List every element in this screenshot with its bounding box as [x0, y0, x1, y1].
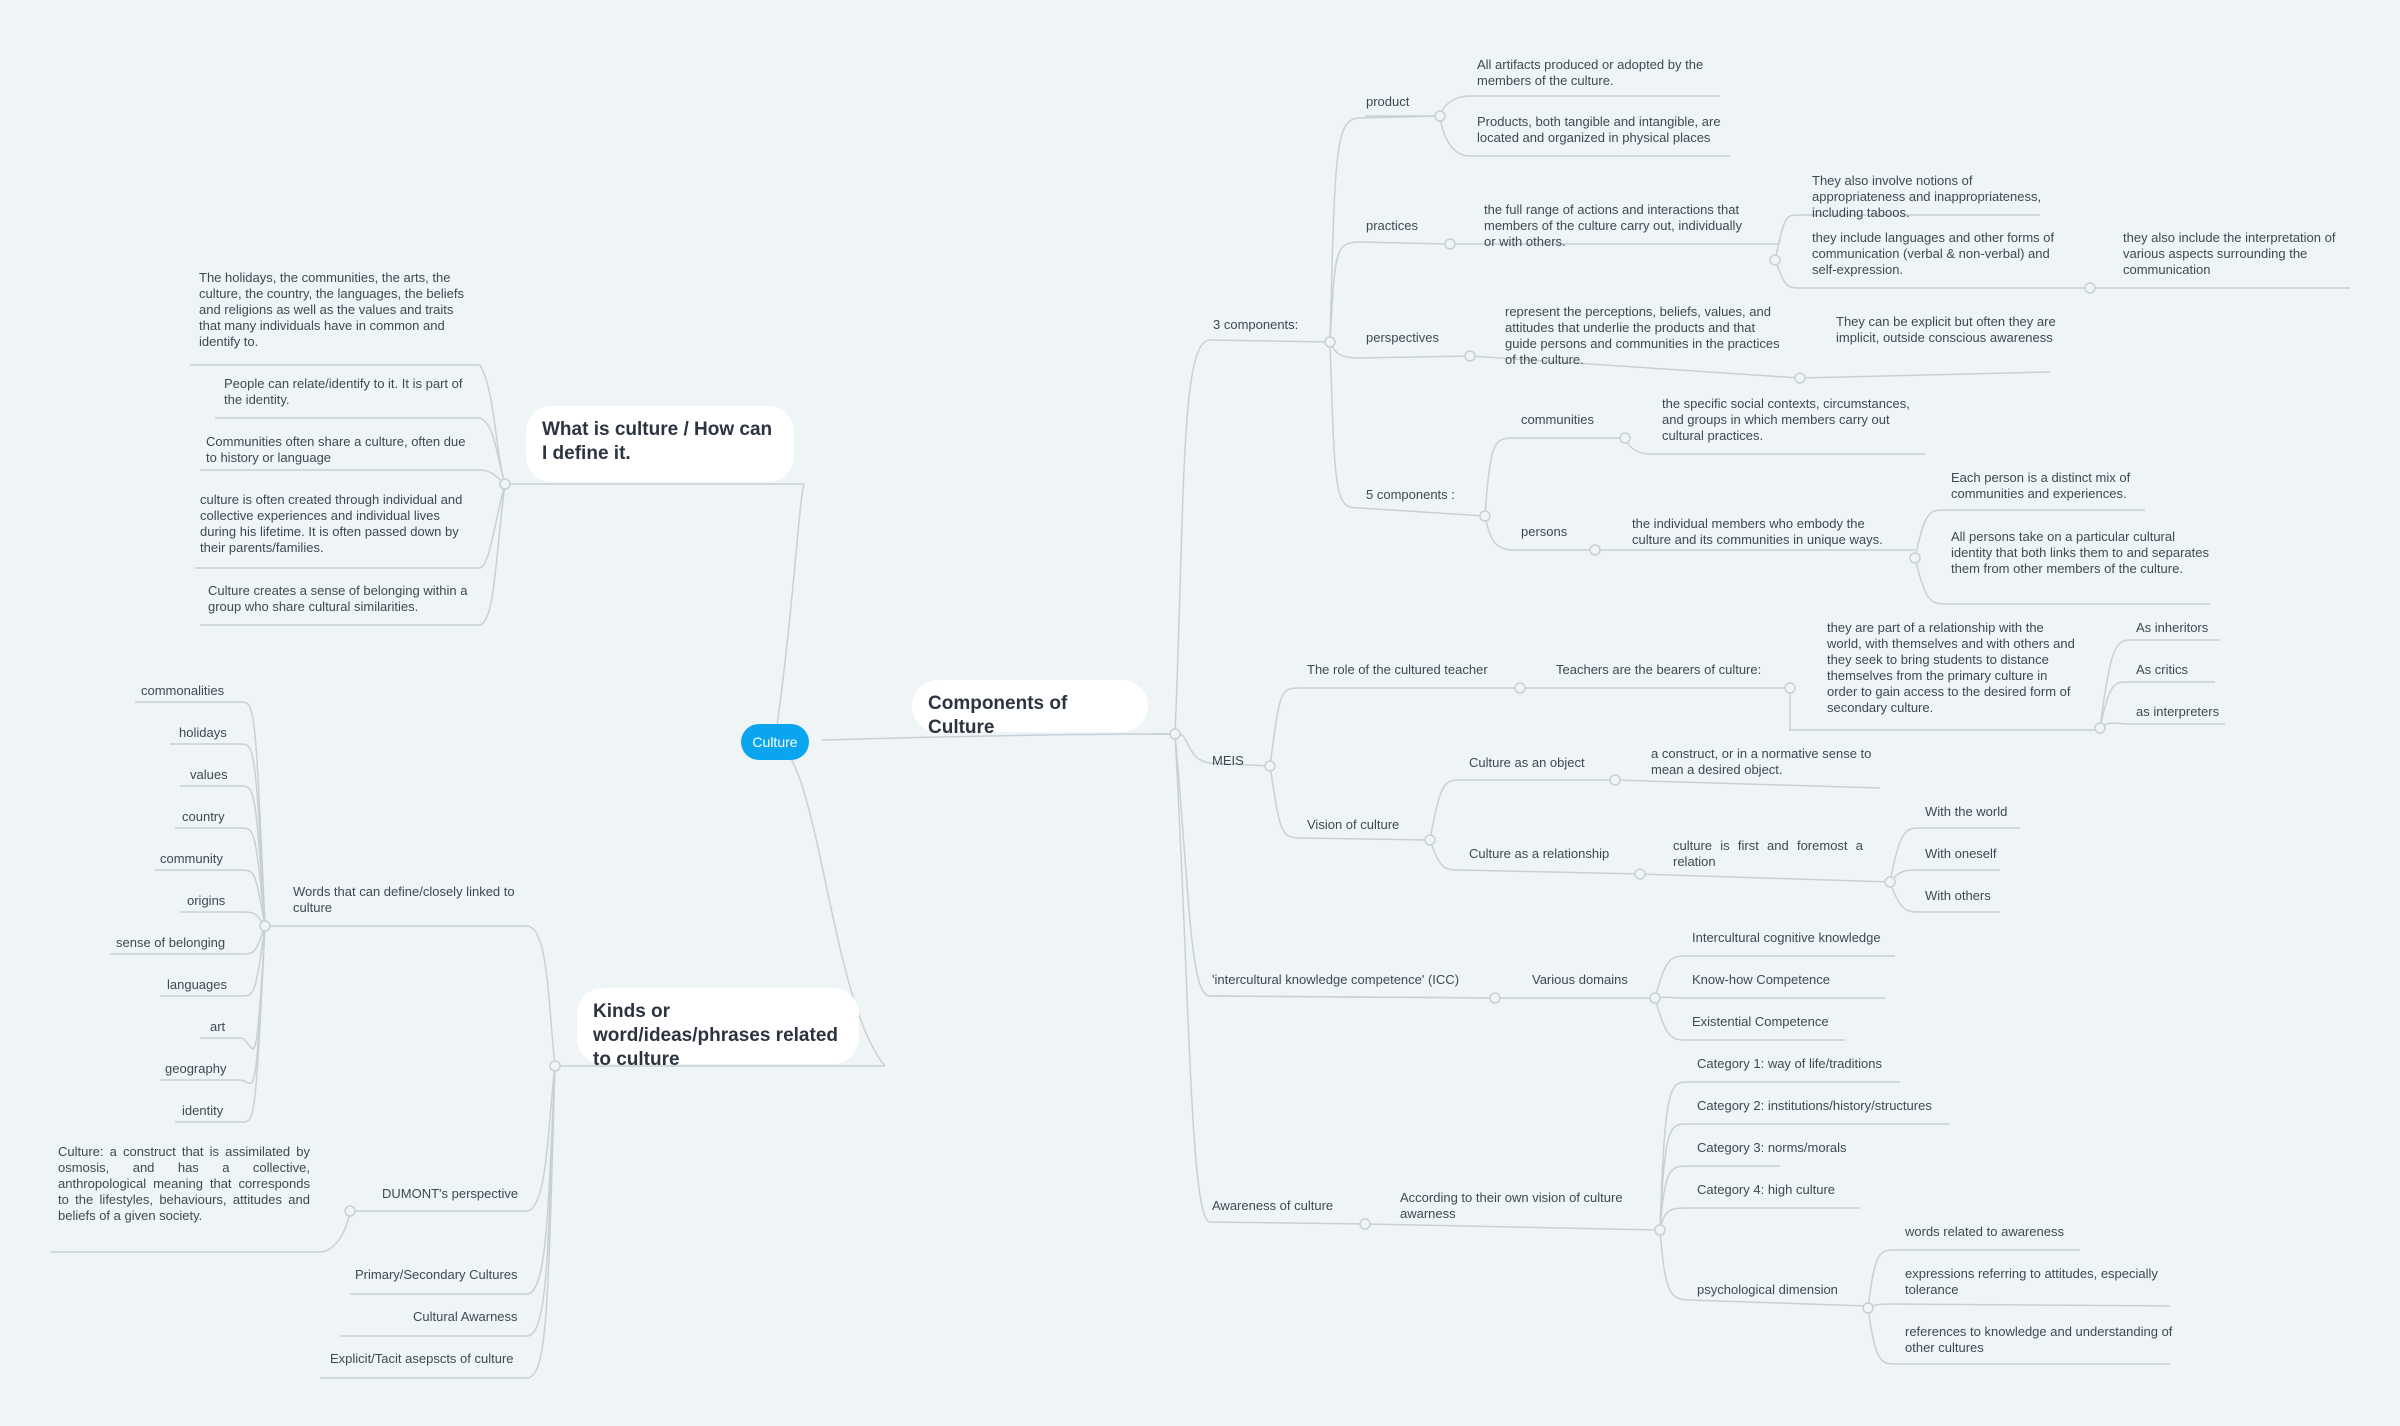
persons[interactable]: persons [1521, 524, 1568, 539]
topic-what-is-culture[interactable]: What is culture / How can I define it. [526, 406, 794, 482]
word-values[interactable]: values [190, 767, 228, 782]
communities[interactable]: communities [1521, 412, 1594, 427]
root-node[interactable]: Culture [741, 724, 809, 760]
with-the-world[interactable]: With the world [1925, 804, 2008, 819]
meis[interactable]: MEIS [1212, 753, 1244, 768]
psych-3[interactable]: references to knowledge and understandin… [1905, 1324, 2173, 1355]
domain-1[interactable]: Intercultural cognitive knowledge [1692, 930, 1881, 945]
word-art[interactable]: art [210, 1019, 226, 1034]
bearers[interactable]: Teachers are the bearers of culture: [1556, 662, 1762, 677]
persons-2[interactable]: All persons take on a particular cultura… [1951, 529, 2209, 576]
domain-3[interactable]: Existential Competence [1692, 1014, 1829, 1029]
perspectives-1[interactable]: They can be explicit but often they are … [1836, 314, 2056, 345]
culture-object-def[interactable]: a construct, or in a normative sense to … [1651, 746, 1872, 777]
category-3[interactable]: Category 3: norms/morals [1697, 1140, 1847, 1155]
psych-1[interactable]: words related to awareness [1905, 1224, 2064, 1239]
category-1[interactable]: Category 1: way of life/traditions [1697, 1056, 1882, 1071]
perspectives-def[interactable]: represent the perceptions, beliefs, valu… [1505, 304, 1780, 367]
what-item-4[interactable]: culture is often created through individ… [200, 492, 463, 555]
as-interpreters[interactable]: as interpreters [2136, 704, 2220, 719]
culture-relationship[interactable]: Culture as a relationship [1469, 846, 1610, 861]
with-others[interactable]: With others [1925, 888, 1991, 903]
according-vision[interactable]: According to their own vision of culture… [1400, 1190, 1623, 1221]
as-inheritors[interactable]: As inheritors [2136, 620, 2209, 635]
word-holidays[interactable]: holidays [179, 725, 227, 740]
dumont-text[interactable]: Culture: a construct that is assimilated… [58, 1144, 310, 1223]
vision-of-culture[interactable]: Vision of culture [1307, 817, 1400, 832]
psych-2[interactable]: expressions referring to attitudes, espe… [1905, 1266, 2158, 1297]
primary-secondary[interactable]: Primary/Secondary Cultures [355, 1267, 518, 1282]
awareness-of-culture[interactable]: Awareness of culture [1212, 1198, 1334, 1213]
word-sense-of-belonging[interactable]: sense of belonging [116, 935, 226, 950]
persons-def[interactable]: the individual members who embody the cu… [1632, 516, 1883, 547]
explicit-tacit[interactable]: Explicit/Tacit asepscts of culture [330, 1351, 514, 1366]
dumont-label[interactable]: DUMONT's perspective [382, 1186, 519, 1201]
what-item-1[interactable]: The holidays, the communities, the arts,… [199, 270, 464, 349]
word-origins[interactable]: origins [187, 893, 226, 908]
category-2[interactable]: Category 2: institutions/history/structu… [1697, 1098, 1932, 1113]
what-item-5[interactable]: Culture creates a sense of belonging wit… [208, 583, 468, 614]
what-item-3[interactable]: Communities often share a culture, often… [206, 434, 466, 465]
word-country[interactable]: country [182, 809, 225, 824]
practices[interactable]: practices [1366, 218, 1419, 233]
psychological-dimension[interactable]: psychological dimension [1697, 1282, 1838, 1297]
word-geography[interactable]: geography [165, 1061, 227, 1076]
as-critics[interactable]: As critics [2136, 662, 2188, 677]
what-item-2[interactable]: People can relate/identify to it. It is … [224, 376, 463, 407]
with-oneself[interactable]: With oneself [1925, 846, 1997, 861]
practices-def[interactable]: the full range of actions and interactio… [1484, 202, 1742, 249]
category-4[interactable]: Category 4: high culture [1697, 1182, 1836, 1197]
practices-3[interactable]: they also include the interpretation of … [2123, 230, 2336, 277]
product[interactable]: product [1366, 94, 1410, 109]
word-languages[interactable]: languages [167, 977, 227, 992]
product-1[interactable]: All artifacts produced or adopted by the… [1477, 57, 1704, 88]
word-commonalities[interactable]: commonalities [141, 683, 225, 698]
word-identity[interactable]: identity [182, 1103, 224, 1118]
role-teacher[interactable]: The role of the cultured teacher [1307, 662, 1488, 677]
three-components[interactable]: 3 components: [1213, 317, 1299, 332]
persons-1[interactable]: Each person is a distinct mix of communi… [1951, 470, 2131, 501]
practices-2[interactable]: they include languages and other forms o… [1812, 230, 2055, 277]
icc[interactable]: 'intercultural knowledge competence' (IC… [1212, 972, 1460, 987]
various-domains[interactable]: Various domains [1532, 972, 1628, 987]
practices-1[interactable]: They also involve notions of appropriate… [1812, 173, 2042, 220]
culture-relationship-def[interactable]: culture is first and foremost a relation [1673, 838, 1863, 869]
product-2[interactable]: Products, both tangible and intangible, … [1477, 114, 1721, 145]
five-components[interactable]: 5 components : [1366, 487, 1455, 502]
communities-def[interactable]: the specific social contexts, circumstan… [1662, 396, 1910, 443]
culture-object[interactable]: Culture as an object [1469, 755, 1585, 770]
bearers-def[interactable]: they are part of a relationship with the… [1827, 620, 2075, 715]
perspectives[interactable]: perspectives [1366, 330, 1439, 345]
cultural-awareness[interactable]: Cultural Awarness [413, 1309, 518, 1324]
domain-2[interactable]: Know-how Competence [1692, 972, 1831, 987]
word-community[interactable]: community [160, 851, 223, 866]
topic-kinds-related[interactable]: Kinds or word/ideas/phrases related to c… [577, 988, 859, 1070]
words-label[interactable]: Words that can define/closely linked to … [293, 884, 515, 915]
topic-components[interactable]: Components of Culture [912, 680, 1148, 738]
